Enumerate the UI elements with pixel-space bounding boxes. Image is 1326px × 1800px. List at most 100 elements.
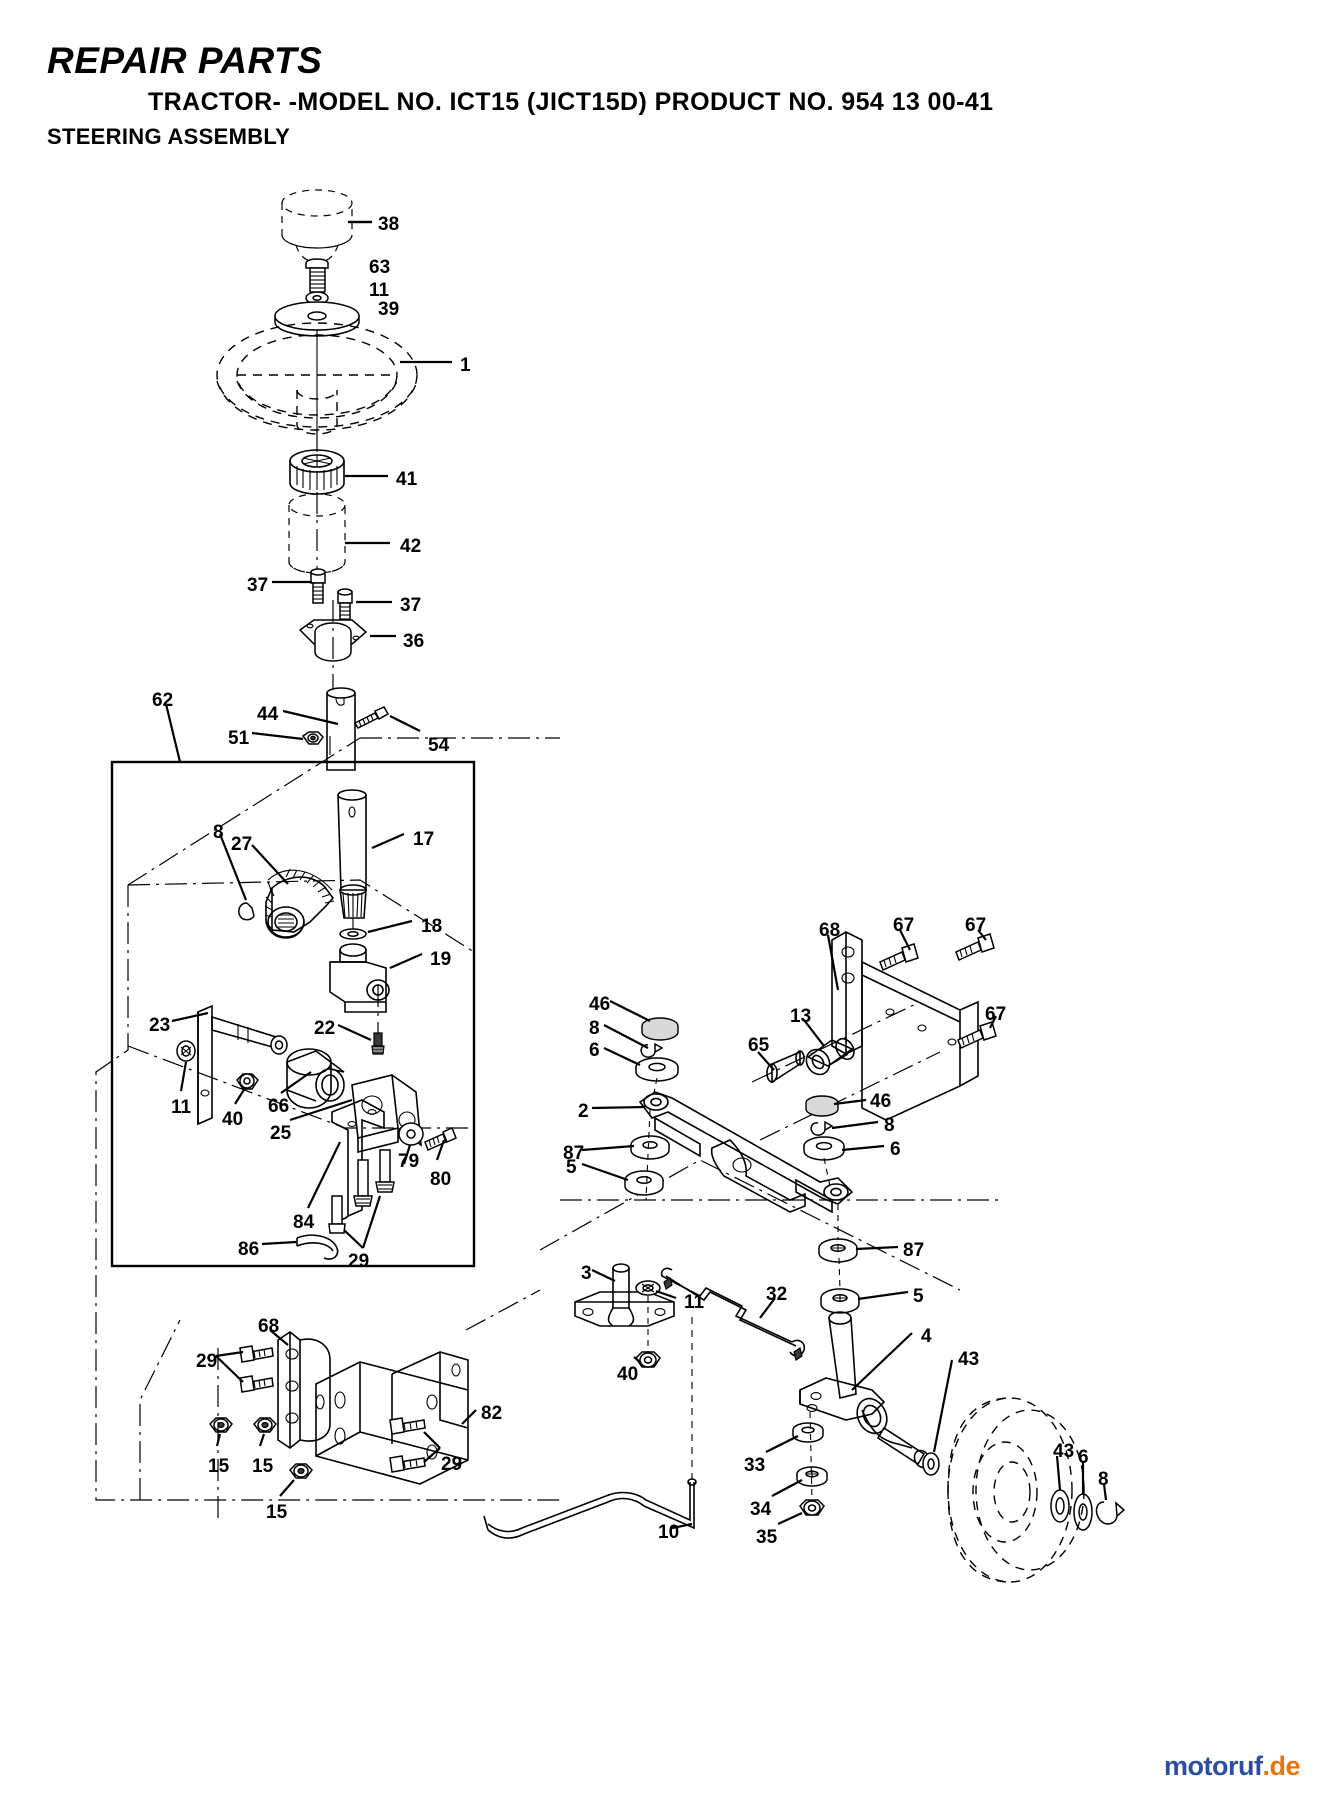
callout-62: 62	[152, 690, 174, 711]
callout-46: 46	[870, 1091, 892, 1112]
part-66-sleeve	[286, 1048, 345, 1109]
callout-40: 40	[222, 1109, 244, 1130]
part-29-bolts-lower	[389, 1417, 426, 1473]
part-17-steering-shaft	[337, 789, 367, 930]
part-8-clip-hub	[1095, 1501, 1126, 1525]
callout-19: 19	[430, 949, 452, 970]
part-35-nut	[799, 1499, 825, 1516]
callout-65: 65	[748, 1035, 770, 1056]
part-22-bolt	[371, 1032, 385, 1055]
callout-87: 87	[903, 1240, 925, 1261]
part-8-clip-right	[810, 1120, 834, 1136]
callout-82: 82	[481, 1403, 503, 1424]
callout-36: 36	[403, 631, 425, 652]
part-80-bolt	[424, 1126, 457, 1152]
callout-11: 11	[369, 280, 390, 301]
part-8-clip-left	[640, 1042, 664, 1058]
part-6-washer-left	[635, 1057, 679, 1082]
part-2-front-axle	[638, 1091, 854, 1214]
part-5-washer-right	[820, 1288, 860, 1314]
part-6-washer-right	[803, 1136, 845, 1161]
callout-11: 11	[171, 1097, 192, 1118]
callout-3: 3	[581, 1263, 592, 1284]
part-86-hairpin-clip	[296, 1234, 339, 1260]
part-46-cap-right	[805, 1095, 839, 1117]
callout-38: 38	[378, 214, 400, 235]
motoruf-logo: motoruf.de	[1164, 1751, 1300, 1782]
callout-66: 66	[268, 1096, 290, 1117]
callout-8: 8	[589, 1018, 600, 1039]
part-67-bolts	[879, 933, 997, 1050]
callout-43: 43	[1053, 1441, 1075, 1462]
callout-15: 15	[266, 1502, 288, 1523]
part-19-gear-housing	[329, 943, 390, 1035]
callout-32: 32	[766, 1284, 788, 1305]
callout-23: 23	[149, 1015, 171, 1036]
callout-63: 63	[369, 257, 391, 278]
part-44-upper-shaft	[326, 687, 356, 771]
callout-11: 11	[684, 1292, 705, 1313]
part-11-washer-inset	[176, 1040, 196, 1062]
callout-40: 40	[617, 1364, 639, 1385]
part-63-screw	[305, 258, 329, 293]
callout-2: 2	[578, 1101, 589, 1122]
callout-6: 6	[1078, 1447, 1089, 1468]
callout-39: 39	[378, 299, 400, 320]
callout-80: 80	[430, 1169, 452, 1190]
part-65-pin	[766, 1050, 805, 1084]
callout-43: 43	[958, 1349, 980, 1370]
callout-4: 4	[921, 1326, 932, 1347]
callout-13: 13	[790, 1006, 812, 1027]
callout-27: 27	[231, 834, 253, 855]
part-33-washer	[792, 1422, 824, 1443]
part-18-washer	[339, 928, 367, 940]
callout-17: 17	[413, 829, 435, 850]
callout-5: 5	[913, 1286, 924, 1307]
callout-22: 22	[314, 1018, 336, 1039]
part-41-adapter	[289, 430, 345, 495]
part-6-washer-hub	[1073, 1493, 1093, 1531]
part-68-bracket-left	[277, 1331, 331, 1449]
callout-15: 15	[252, 1456, 274, 1477]
callout-25: 25	[270, 1123, 292, 1144]
callout-8: 8	[213, 822, 224, 843]
callout-41: 41	[396, 469, 418, 490]
callout-8: 8	[1098, 1469, 1109, 1490]
inset-box-62	[110, 760, 476, 1268]
callout-68: 68	[258, 1316, 280, 1337]
callout-37: 37	[247, 575, 269, 596]
part-79-washer	[398, 1122, 424, 1146]
part-87-washer-left	[630, 1135, 670, 1160]
logo-wordmark: motoruf	[1164, 1751, 1263, 1781]
callout-29: 29	[441, 1454, 463, 1475]
callout-42: 42	[400, 536, 422, 557]
callout-46: 46	[589, 994, 611, 1015]
part-36-bearing	[298, 600, 368, 690]
callout-15: 15	[208, 1456, 230, 1477]
callout-6: 6	[589, 1040, 600, 1061]
part-29-bolts-inset	[328, 1149, 395, 1234]
logo-tld: .de	[1262, 1751, 1300, 1781]
callout-67: 67	[893, 915, 915, 936]
callout-54: 54	[428, 735, 450, 756]
part-8-clip-inset	[238, 902, 255, 921]
callout-84: 84	[293, 1212, 315, 1233]
part-38-cap	[281, 189, 353, 263]
part-4-spindle	[799, 1311, 931, 1469]
part-40-nut-inset	[236, 1073, 259, 1090]
callout-5: 5	[566, 1157, 577, 1178]
part-54-bolt	[353, 706, 390, 729]
part-29-bolts-left	[239, 1345, 274, 1393]
callout-67: 67	[985, 1004, 1007, 1025]
part-10-rod	[483, 1478, 697, 1539]
part-43-bearing-2	[1050, 1489, 1070, 1523]
part-11-washer-axle	[635, 1280, 661, 1296]
part-39-washer	[274, 301, 360, 337]
page-title: REPAIR PARTS	[47, 40, 323, 81]
part-23-bracket	[197, 1004, 288, 1126]
part-68-bracket-right	[831, 931, 979, 1121]
part-13-bushing	[805, 1037, 855, 1076]
part-3-steering-arm	[574, 1263, 675, 1327]
